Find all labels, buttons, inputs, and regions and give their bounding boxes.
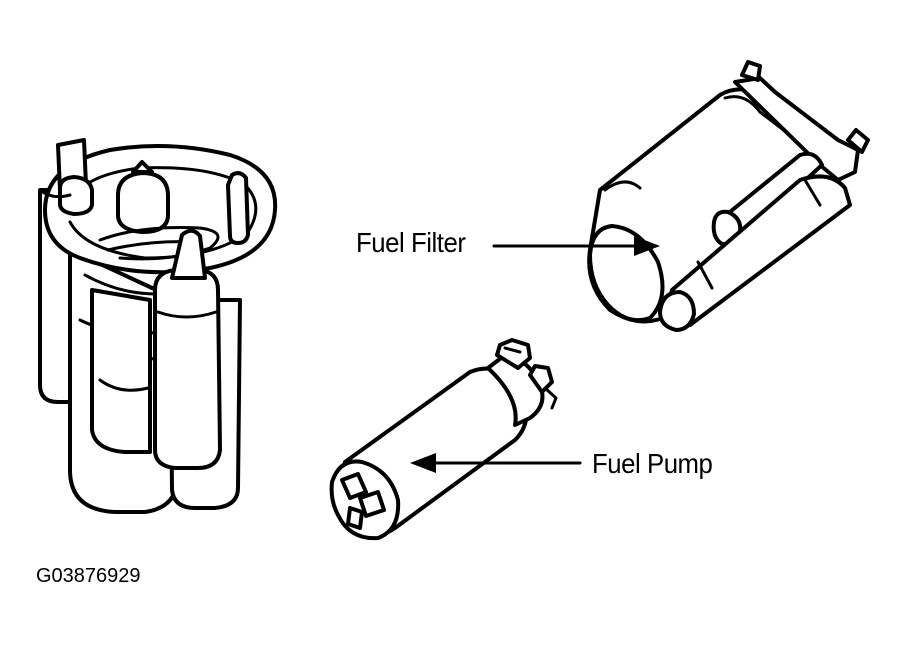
fuel-pump [329, 338, 558, 541]
fuel-pump-label: Fuel Pump [592, 448, 713, 479]
fuel-filter-label: Fuel Filter [356, 227, 466, 258]
fuel-filter-leader-arrow [492, 236, 660, 256]
fuel-pump-module-assembly [38, 138, 278, 514]
figure-code: G03876929 [36, 565, 141, 587]
fuel-pump-leader-arrow [410, 453, 582, 473]
fuel-filter [587, 60, 870, 332]
